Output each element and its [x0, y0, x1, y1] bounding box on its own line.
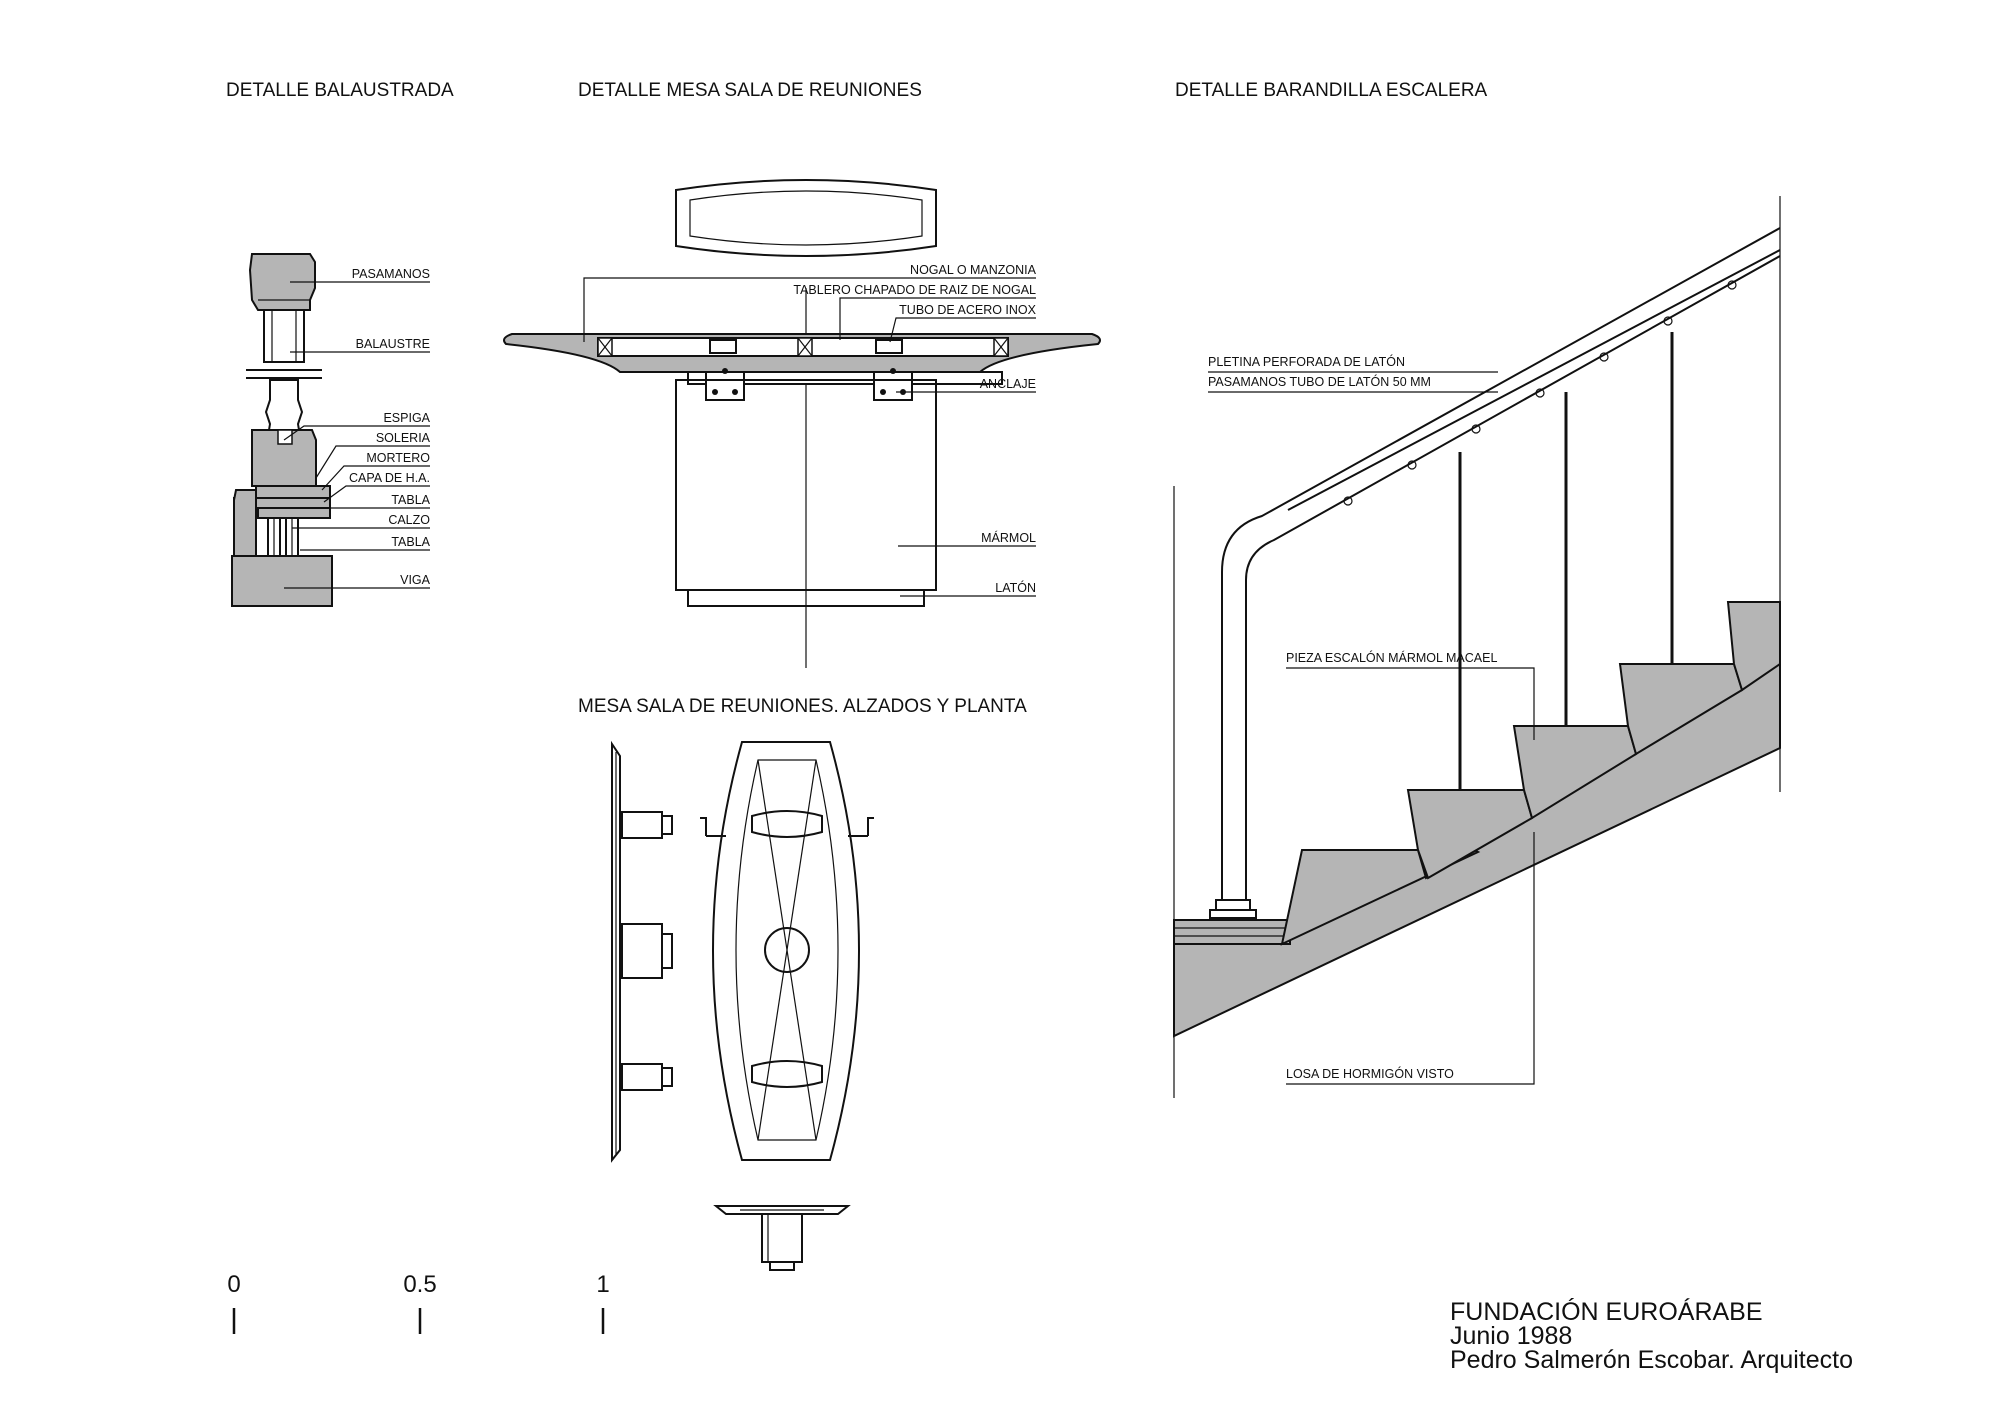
label-espiga: ESPIGA [383, 411, 430, 425]
label-mortero: MORTERO [366, 451, 430, 465]
label-soleria: SOLERIA [376, 431, 431, 445]
label-tabla-1: TABLA [391, 493, 430, 507]
balaustrada-detail: PASAMANOS BALAUSTRE ESPIGA SOLERIA MORTE… [231, 253, 431, 607]
scale-05: 0.5 [403, 1271, 436, 1298]
label-tabla-2: TABLA [391, 535, 430, 549]
title-barandilla: DETALLE BARANDILLA ESCALERA [1175, 80, 1488, 101]
label-escalon: PIEZA ESCALÓN MÁRMOL MACAEL [1286, 650, 1497, 665]
credit-author: Pedro Salmerón Escobar. Arquitecto [1450, 1346, 1853, 1374]
label-nogal: NOGAL O MANZONIA [910, 263, 1037, 277]
title-alzados: MESA SALA DE REUNIONES. ALZADOS Y PLANTA [578, 696, 1027, 717]
credit-date: Junio 1988 [1450, 1322, 1572, 1350]
label-laton: LATÓN [995, 580, 1036, 595]
label-marmol: MÁRMOL [981, 530, 1036, 545]
label-balaustre: BALAUSTRE [356, 337, 430, 351]
title-balaustrada: DETALLE BALAUSTRADA [226, 80, 454, 101]
label-pasamanos-tubo: PASAMANOS TUBO DE LATÓN 50 MM [1208, 374, 1431, 389]
scale-0: 0 [227, 1271, 240, 1298]
label-tablero: TABLERO CHAPADO DE RAIZ DE NOGAL [793, 283, 1036, 297]
mesa-detail: NOGAL O MANZONIA TABLERO CHAPADO DE RAIZ… [503, 179, 1101, 668]
title-mesa: DETALLE MESA SALA DE REUNIONES [578, 80, 922, 101]
scale-bar: 0 0.5 1 [227, 1271, 610, 1334]
label-losa: LOSA DE HORMIGÓN VISTO [1286, 1066, 1454, 1081]
label-viga: VIGA [400, 573, 431, 587]
mesa-alzados [611, 740, 874, 1271]
label-pletina: PLETINA PERFORADA DE LATÓN [1208, 354, 1405, 369]
label-pasamanos: PASAMANOS [352, 267, 430, 281]
label-anclaje: ANCLAJE [980, 377, 1036, 391]
label-tubo: TUBO DE ACERO INOX [899, 303, 1036, 317]
label-calzo: CALZO [388, 513, 430, 527]
barandilla-detail: PLETINA PERFORADA DE LATÓN PASAMANOS TUB… [1173, 196, 1781, 1098]
credits: FUNDACIÓN EUROÁRABE Junio 1988 Pedro Sal… [1450, 1297, 1853, 1374]
credit-project: FUNDACIÓN EUROÁRABE [1450, 1297, 1763, 1326]
scale-1: 1 [596, 1271, 609, 1298]
label-capa: CAPA DE H.A. [349, 471, 430, 485]
